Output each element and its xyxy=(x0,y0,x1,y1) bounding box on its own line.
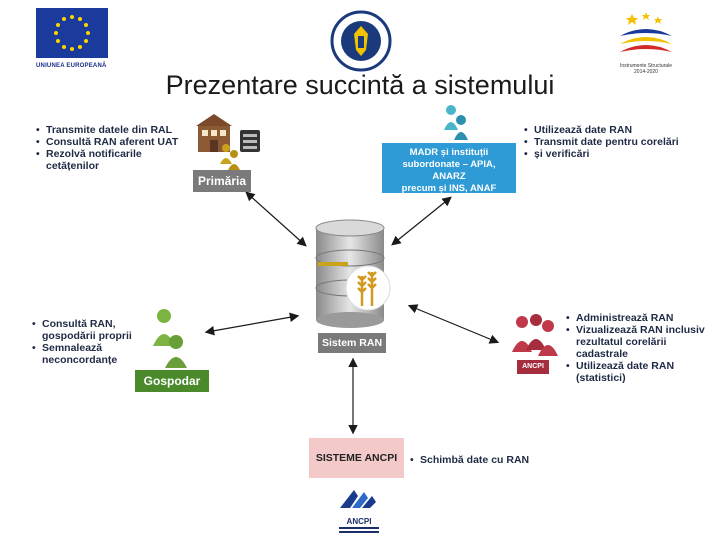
sisteme-bullets: Schimbă date cu RAN xyxy=(410,454,550,466)
gov-logo xyxy=(330,10,392,72)
is-logo: Instrumente Structurale 2014-2020 xyxy=(612,8,680,88)
ancpi-badge: ANCPI xyxy=(517,360,549,374)
is-logo-icon xyxy=(620,12,672,52)
gospodar-bullet-text-4: neconcordanțe xyxy=(42,354,118,366)
ancpi-bullets: Administrează RAN Vizualizează RAN inclu… xyxy=(566,312,706,384)
madr-line-3: precum și INS, ANAF xyxy=(401,183,497,194)
sisteme-ancpi-box: SISTEME ANCPI xyxy=(309,438,404,478)
madr-line-1: MADR și instituții xyxy=(409,147,489,158)
sistem-ran-label: Sistem RAN xyxy=(318,333,386,353)
database-icon xyxy=(315,219,391,328)
primaria-label: Primăria xyxy=(193,170,251,192)
gospodar-bullets: Consultă RAN, gospodării proprii Semnale… xyxy=(32,318,152,366)
arrow-gospodar-sistem xyxy=(204,312,300,336)
eu-logo: UNIUNEA EUROPEANĂ xyxy=(36,8,110,74)
people-icon xyxy=(153,309,187,368)
eu-flag-icon xyxy=(36,8,108,58)
ancpi-bullet: Vizualizează RAN inclusiv rezultatul cor… xyxy=(566,324,706,360)
people-icon xyxy=(444,105,468,140)
ancpi-bullet-text-6: (statistici) xyxy=(576,372,626,384)
gospodar-bullet-text-1: Consultă RAN, xyxy=(42,318,116,330)
ancpi-bullet-text-5: Utilizează date RAN xyxy=(576,360,675,372)
madr-bullet: Transmit date pentru corelări xyxy=(524,136,694,148)
sisteme-ancpi-label: SISTEME ANCPI xyxy=(315,452,398,464)
database-icon-group xyxy=(310,218,392,330)
gospodar-label: Gospodar xyxy=(135,370,209,392)
madr-box: MADR și instituții subordonate – APIA, A… xyxy=(382,143,516,194)
ancpi-bullet: Administrează RAN xyxy=(566,312,706,324)
gospodar-bullet-text-3: Semnalează xyxy=(42,342,103,354)
gospodar-bullet: Semnalează neconcordanțe xyxy=(32,342,152,366)
people-icon xyxy=(512,314,558,356)
ancpi-logo-subline xyxy=(339,531,379,533)
ancpi-people-icon-group xyxy=(510,312,560,360)
primaria-bullet: Consultă RAN aferent UAT xyxy=(36,136,196,148)
ancpi-bullet: Utilizează date RAN (statistici) xyxy=(566,360,706,384)
ancpi-logo-subline xyxy=(339,527,379,529)
madr-line-2: subordonate – APIA, ANARZ xyxy=(402,159,496,182)
primaria-bullets: Transmite datele din RAL Consultă RAN af… xyxy=(36,124,196,172)
page-title: Prezentare succintă a sistemului xyxy=(165,70,555,100)
arrow-primaria-sistem xyxy=(245,191,307,247)
is-caption-2: 2014-2020 xyxy=(634,69,658,75)
arrow-madr-sistem xyxy=(391,196,452,246)
madr-bullet-continuation-text: și verificări xyxy=(534,148,590,160)
madr-bullets: Utilizează date RAN Transmit date pentru… xyxy=(524,124,694,160)
ancpi-logo-icon xyxy=(340,490,376,508)
gospodar-people-icon-group xyxy=(150,306,194,370)
gospodar-bullet: Consultă RAN, gospodării proprii xyxy=(32,318,152,342)
ancpi-bullet-text-2: Vizualizează RAN inclusiv xyxy=(576,324,705,336)
ancpi-bullet-text-4: cadastrale xyxy=(576,348,628,360)
ancpi-logo-text: ANCPI xyxy=(346,517,372,526)
sisteme-bullet: Schimbă date cu RAN xyxy=(410,454,550,466)
madr-people-icon-group xyxy=(441,102,475,142)
is-caption-1: Instrumente Structurale xyxy=(620,63,672,69)
primaria-bullet: Rezolvă notificarile cetățenilor xyxy=(36,148,196,172)
town-hall-icon xyxy=(196,114,260,170)
madr-bullet-continuation: și verificări xyxy=(524,148,694,160)
gospodar-bullet-text-2: gospodării proprii xyxy=(42,330,132,342)
arrow-ancpi-sistem xyxy=(407,304,500,344)
primaria-icon-group xyxy=(192,110,266,172)
eu-caption: UNIUNEA EUROPEANĂ xyxy=(36,63,107,69)
gov-emblem-icon xyxy=(330,10,392,72)
primaria-bullet: Transmite datele din RAL xyxy=(36,124,196,136)
ancpi-logo: ANCPI xyxy=(332,484,386,534)
madr-bullet: Utilizează date RAN xyxy=(524,124,694,136)
ancpi-bullet-text-3: rezultatul corelării xyxy=(576,336,667,348)
